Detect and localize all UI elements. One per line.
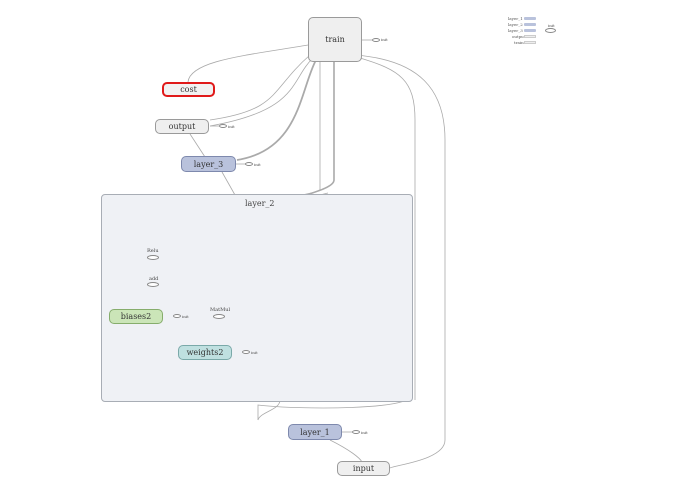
minimap-item-layer-2: layer_2	[508, 22, 523, 27]
train-aux-label: init	[381, 37, 388, 42]
minimap-bar	[524, 23, 536, 26]
op-relu-label: Relu	[147, 248, 159, 254]
minimap-init-node	[545, 28, 556, 33]
node-input-label: input	[352, 464, 375, 473]
output-aux-node[interactable]	[219, 124, 227, 128]
node-train[interactable]: train	[308, 17, 362, 62]
op-matmul-label: MatMul	[210, 307, 231, 313]
minimap-bar	[524, 35, 536, 38]
minimap-bar	[524, 41, 536, 44]
layer-3-aux-node[interactable]	[245, 162, 253, 166]
group-layer-2-label: layer_2	[245, 199, 275, 208]
train-aux-node[interactable]	[372, 38, 380, 42]
weights2-aux-node[interactable]	[242, 350, 250, 354]
node-weights2[interactable]: weights2	[178, 345, 232, 360]
biases2-aux-node[interactable]	[173, 314, 181, 318]
node-output[interactable]: output	[155, 119, 209, 134]
layer-3-aux-label: init	[254, 162, 261, 167]
op-relu-node[interactable]	[147, 255, 159, 260]
node-layer-1[interactable]: layer_1	[288, 424, 342, 440]
node-biases2-label: biases2	[120, 312, 152, 321]
node-cost-label: cost	[180, 85, 197, 94]
node-output-label: output	[168, 122, 196, 131]
output-aux-label: init	[228, 124, 235, 129]
op-add-label: add	[149, 276, 159, 282]
node-weights2-label: weights2	[186, 348, 224, 357]
node-layer-3-label: layer_3	[193, 159, 224, 169]
node-train-label: train	[325, 35, 345, 44]
node-biases2[interactable]: biases2	[109, 309, 163, 324]
biases2-aux-label: init	[182, 314, 189, 319]
node-cost[interactable]: cost	[162, 82, 215, 97]
minimap-bar	[524, 17, 536, 20]
minimap-item-train: train	[514, 40, 524, 45]
minimap-init-label: init	[548, 23, 555, 28]
minimap-item-output: output	[512, 34, 526, 39]
node-layer-3[interactable]: layer_3	[181, 156, 236, 172]
weights2-aux-label: init	[251, 350, 258, 355]
node-layer-1-label: layer_1	[300, 427, 330, 437]
layer-1-aux-label: init	[361, 430, 368, 435]
group-layer-2[interactable]	[101, 194, 413, 402]
node-input[interactable]: input	[337, 461, 390, 476]
minimap[interactable]: layer_1 layer_2 layer_3 output train ini…	[505, 14, 563, 48]
minimap-bar	[524, 29, 536, 32]
layer-1-aux-node[interactable]	[352, 430, 360, 434]
op-matmul-node[interactable]	[213, 314, 225, 319]
minimap-item-layer-1: layer_1	[508, 16, 523, 21]
minimap-item-layer-3: layer_3	[508, 28, 523, 33]
op-add-node[interactable]	[147, 282, 159, 287]
